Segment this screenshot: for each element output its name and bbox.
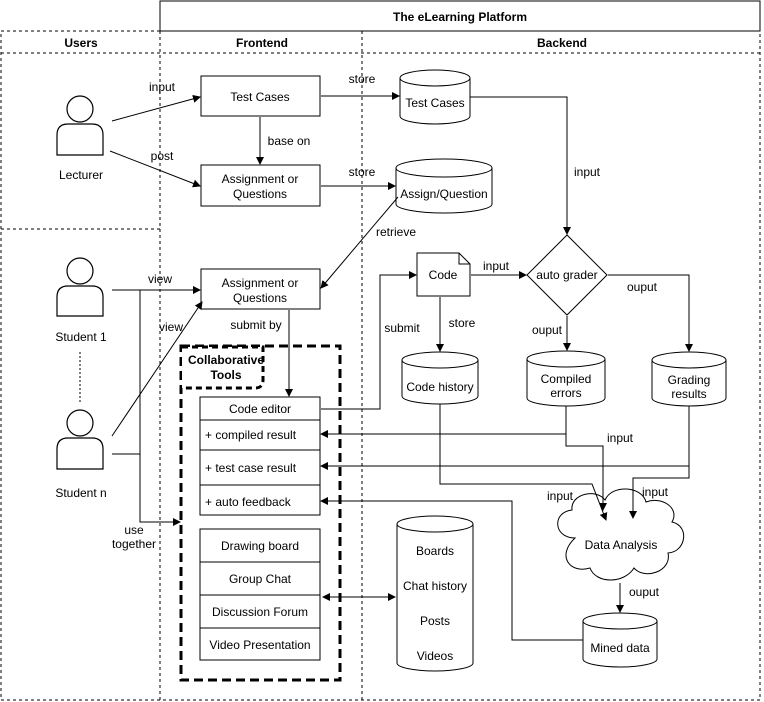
code-document-label: Code xyxy=(429,268,458,282)
edge-label-submit-by: submit by xyxy=(230,318,281,332)
edge-label-store-1: store xyxy=(349,72,376,86)
edge-label-post: post xyxy=(151,149,174,163)
auto-grader-label: auto grader xyxy=(536,268,597,282)
student-n-label: Student n xyxy=(55,486,106,500)
edge-label-base-on: base on xyxy=(268,134,311,148)
swimlane-frame xyxy=(0,30,761,701)
test-cases-box[interactable] xyxy=(200,75,321,117)
chat-history-label: Chat history xyxy=(403,579,467,593)
video-presentation-item[interactable]: Video Presentation xyxy=(209,638,310,652)
edge-label-store-2: store xyxy=(349,165,376,179)
edge-label-input-da-1: input xyxy=(607,431,634,445)
edge-label-input: input xyxy=(149,80,176,94)
lecturer-actor xyxy=(56,95,104,156)
edge-grader-results xyxy=(608,274,693,352)
group-chat-item[interactable]: Group Chat xyxy=(229,572,292,586)
edge-label-input-code: input xyxy=(483,259,510,273)
edge-retrieve xyxy=(320,196,399,289)
edge-label-store-3: store xyxy=(449,316,476,330)
edge-label-together: together xyxy=(112,537,156,551)
assignment-box-lecturer[interactable] xyxy=(200,164,321,207)
edge-results-testcase-result xyxy=(320,406,690,470)
code-editor-panel xyxy=(199,396,321,516)
grading-results-db xyxy=(651,351,727,407)
lecturer-label: Lecturer xyxy=(59,168,103,182)
title-box xyxy=(159,0,761,32)
diagram-title: The eLearning Platform xyxy=(393,10,527,24)
edge-studentn-view xyxy=(111,301,203,437)
test-case-result-item[interactable]: + test case result xyxy=(205,461,297,475)
code-editor-item[interactable]: Code editor xyxy=(229,402,291,416)
edge-student1-collab xyxy=(112,289,181,526)
mined-data-db xyxy=(582,612,658,668)
edge-label-input-da-3: input xyxy=(642,485,669,499)
edge-label-view-1: view xyxy=(148,272,172,286)
edge-label-ouput-3: ouput xyxy=(629,585,660,599)
mined-data-label: Mined data xyxy=(590,641,650,655)
edge-errors-compiled-result xyxy=(320,406,567,438)
collaborative-tools-tab xyxy=(182,345,265,390)
compiled-errors-db xyxy=(526,350,606,407)
data-analysis-label: Data Analysis xyxy=(585,538,658,552)
assign-question-db-label: Assign/Question xyxy=(400,187,487,201)
edge-label-use: use xyxy=(124,523,144,537)
edge-label-input-da-2: input xyxy=(547,489,574,503)
collaborative-tools-container xyxy=(179,344,342,682)
collaborative-tools-title-line1: Collaborative xyxy=(188,353,264,367)
lane-users-header: Users xyxy=(64,36,98,50)
edge-testcases-grader xyxy=(470,96,571,235)
assignment-student-label-line1: Assignment or xyxy=(222,276,299,290)
collab-storage-stack xyxy=(396,515,474,672)
edge-label-retrieve: retrieve xyxy=(376,225,416,239)
discussion-forum-item[interactable]: Discussion Forum xyxy=(212,605,308,619)
compiled-result-item[interactable]: + compiled result xyxy=(205,428,297,442)
edge-label-ouput-2: ouput xyxy=(627,280,658,294)
grading-results-label-line2: results xyxy=(671,387,706,401)
assignment-label-line1: Assignment or xyxy=(222,172,299,186)
edge-results-analysis xyxy=(629,466,690,519)
lane-frontend-header: Frontend xyxy=(236,36,288,50)
edge-label-input-grader: input xyxy=(574,165,601,179)
edge-label-ouput-1: ouput xyxy=(532,323,563,337)
grading-results-label-line1: Grading xyxy=(668,373,711,387)
edge-submit-code xyxy=(321,271,417,410)
student-1-actor xyxy=(56,257,104,317)
edge-lecturer-assignment xyxy=(109,150,201,188)
edge-mined-feedback xyxy=(320,497,583,641)
boards-label: Boards xyxy=(416,544,454,558)
auto-feedback-item[interactable]: + auto feedback xyxy=(205,495,292,509)
posts-label: Posts xyxy=(420,614,450,628)
edge-label-submit: submit xyxy=(384,321,420,335)
test-cases-db-label: Test Cases xyxy=(405,96,464,110)
code-history-label: Code history xyxy=(406,380,473,394)
drawing-board-item[interactable]: Drawing board xyxy=(221,539,299,553)
student-1-label: Student 1 xyxy=(55,330,107,344)
code-history-db xyxy=(401,351,479,405)
auto-grader-decision xyxy=(526,234,608,316)
assignment-student-label-line2: Questions xyxy=(233,291,287,305)
compiled-errors-label-line1: Compiled xyxy=(541,372,592,386)
assignment-box-student[interactable] xyxy=(200,268,321,310)
edge-errors-analysis xyxy=(565,420,607,511)
assignment-label-line2: Questions xyxy=(233,187,287,201)
test-cases-db xyxy=(399,69,471,125)
edge-history-analysis xyxy=(439,404,608,521)
compiled-errors-label-line2: errors xyxy=(550,386,581,400)
student-n-actor xyxy=(56,409,104,470)
edge-lecturer-testcases xyxy=(111,94,201,122)
collaborative-tools-title-line2: Tools xyxy=(210,368,241,382)
lane-backend-header: Backend xyxy=(537,36,587,50)
edge-label-view-2: view xyxy=(159,320,183,334)
test-cases-label: Test Cases xyxy=(230,90,289,104)
assign-question-db xyxy=(395,158,493,214)
code-document xyxy=(416,252,471,297)
videos-label: Videos xyxy=(417,649,453,663)
data-analysis-cloud xyxy=(557,488,684,581)
